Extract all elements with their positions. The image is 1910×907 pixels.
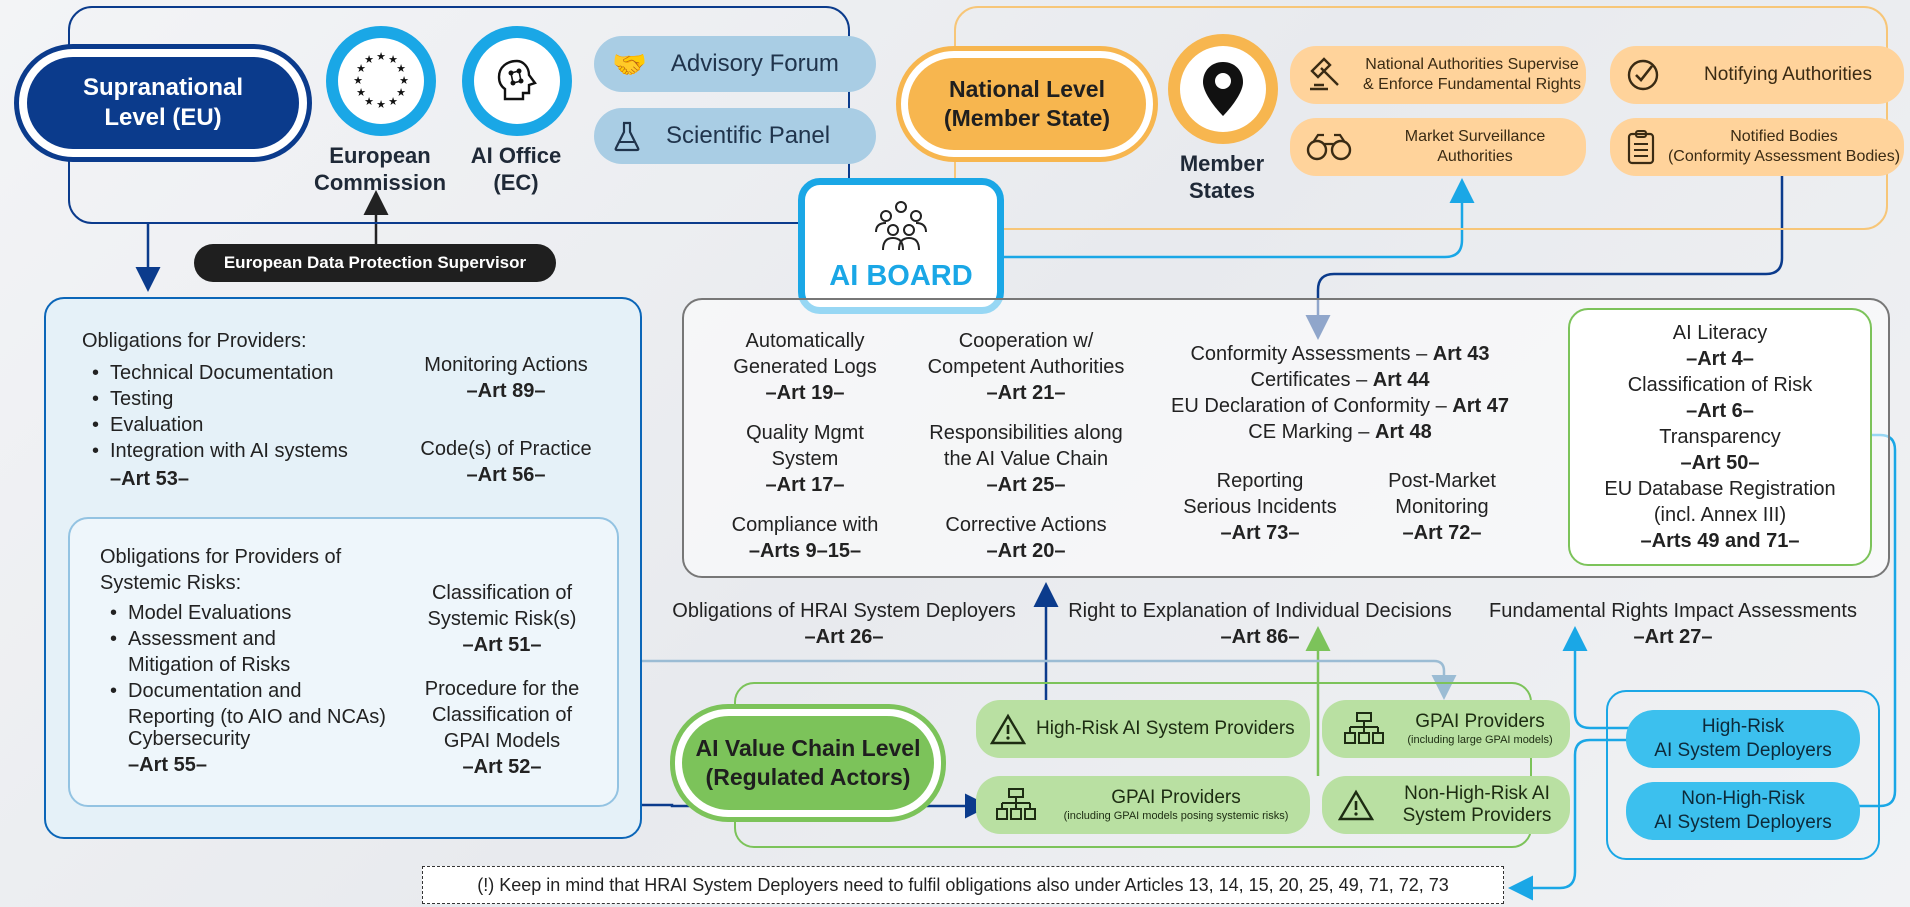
scientific-panel-label: Scientific Panel: [666, 122, 831, 149]
systemic-heading: Obligations for Providers of Systemic Ri…: [100, 546, 342, 594]
conformity-assessments: Conformity Assessments – Art 43 Certific…: [1171, 343, 1509, 443]
member-states-label: Member States: [1179, 151, 1265, 203]
non-high-risk-providers-pill: Non-High-Risk AI System Providers: [1322, 776, 1570, 834]
svg-text:★: ★: [396, 62, 406, 75]
classification-systemic: Classification of Systemic Risk(s) –Art …: [427, 582, 577, 656]
svg-text:★: ★: [356, 62, 366, 75]
gpai-providers-large-pill: GPAI Providers (including large GPAI mod…: [1322, 700, 1570, 758]
notifying-authorities-pill: Notifying Authorities: [1610, 46, 1904, 104]
automatically-generated-logs: Automatically Generated Logs –Art 19–: [733, 330, 877, 404]
right-to-explanation: Right to Explanation of Individual Decis…: [1068, 600, 1452, 648]
map-pin-icon: [1203, 62, 1243, 116]
market-surveillance-pill: Market Surveillance Authorities: [1290, 118, 1586, 176]
svg-text:★: ★: [353, 74, 363, 87]
systemic-list: Model Evaluations Assessment andMitigati…: [100, 600, 386, 730]
quality-mgmt-system: Quality Mgmt System –Art 17–: [746, 422, 864, 496]
general-obligations-box: [1568, 308, 1872, 566]
systemic-cyber: Cybersecurity: [128, 728, 251, 750]
post-market-monitoring: Post-Market Monitoring –Art 72–: [1388, 470, 1496, 544]
advisory-forum-pill: 🤝 Advisory Forum: [594, 36, 876, 92]
hrai-deployer-obligations: Obligations of HRAI System Deployers –Ar…: [672, 600, 1016, 648]
ai-office-label: AI Office (EC): [470, 143, 562, 195]
supranational-level-badge: Supranational Level (EU): [14, 44, 312, 162]
notified-bodies-pill: Notified Bodies (Conformity Assessment B…: [1610, 118, 1904, 176]
list-item: Evaluation: [82, 412, 348, 438]
svg-text:★: ★: [376, 98, 386, 111]
national-title-line2: (Member State): [943, 105, 1111, 131]
network-icon: [1344, 712, 1384, 744]
european-commission-label: European Commission: [313, 143, 447, 195]
member-states-icon: [1168, 34, 1278, 144]
responsibilities-value-chain: Responsibilities along the AI Value Chai…: [929, 422, 1123, 496]
deployer-note: (!) Keep in mind that HRAI System Deploy…: [422, 866, 1504, 904]
svg-text:★: ★: [376, 50, 386, 63]
svg-text:★: ★: [388, 95, 398, 108]
systemic-art: –Art 55–: [128, 754, 207, 776]
svg-text:★: ★: [364, 53, 374, 66]
deployers-frame: [1606, 690, 1880, 860]
svg-text:★: ★: [356, 86, 366, 99]
scientific-panel-pill: Scientific Panel: [594, 108, 876, 164]
list-item: Integration with AI systems: [82, 438, 348, 464]
procedure-classification: Procedure for the Classification of GPAI…: [424, 678, 580, 778]
warning-icon: [1338, 789, 1374, 821]
national-authorities-pill: National Authorities Supervise & Enforce…: [1290, 46, 1586, 104]
brain-chip-icon: [497, 59, 537, 101]
corrective-actions: Corrective Actions –Art 20–: [945, 514, 1107, 562]
supranational-title-line1: Supranational: [82, 74, 244, 101]
binoculars-icon: [1306, 133, 1352, 161]
warning-icon: [990, 713, 1026, 745]
ai-office-icon: [462, 26, 572, 136]
non-high-risk-deployers-pill: Non-High-Risk AI System Deployers: [1626, 782, 1860, 840]
value-chain-title-line2: (Regulated Actors): [705, 764, 911, 790]
national-title-line1: National Level: [949, 76, 1105, 102]
monitoring-actions: Monitoring Actions –Art 89–: [424, 354, 588, 402]
svg-text:★: ★: [388, 53, 398, 66]
gavel-icon: [1310, 57, 1339, 91]
cooperation-authorities: Cooperation w/ Competent Authorities –Ar…: [927, 330, 1125, 404]
list-item: Model Evaluations: [100, 600, 386, 626]
edps-badge: European Data Protection Supervisor: [194, 244, 556, 282]
svg-text:★: ★: [399, 74, 409, 87]
national-level-badge: National Level (Member State): [896, 46, 1158, 162]
value-chain-level-badge: AI Value Chain Level (Regulated Actors): [670, 704, 946, 822]
providers-art: –Art 53–: [110, 468, 189, 490]
list-item: Testing: [82, 386, 348, 412]
ai-board-label: AI BOARD: [829, 259, 973, 292]
value-chain-title-line1: AI Value Chain Level: [695, 735, 921, 761]
people-group-icon: [875, 200, 927, 250]
handshake-icon: 🤝: [612, 48, 647, 80]
network-icon: [996, 788, 1036, 820]
clipboard-icon: [1627, 130, 1655, 165]
supranational-title-line2: Level (EU): [104, 104, 222, 131]
eu-stars-icon: ★★★ ★★★ ★★★ ★★★: [353, 50, 409, 111]
general-obligations-list: AI Literacy –Art 4– Classification of Ri…: [1604, 322, 1836, 552]
advisory-forum-label: Advisory Forum: [670, 50, 839, 77]
reporting-serious-incidents: Reporting Serious Incidents –Art 73–: [1183, 470, 1337, 544]
ai-board-badge: AI BOARD: [798, 178, 1004, 314]
check-circle-icon: [1627, 59, 1659, 91]
high-risk-providers-pill: High-Risk AI System Providers: [976, 700, 1310, 758]
high-risk-deployers-pill: High-Risk AI System Deployers: [1626, 710, 1860, 768]
codes-of-practice: Code(s) of Practice –Art 56–: [420, 438, 592, 486]
flask-icon: [614, 121, 640, 152]
providers-heading: Obligations for Providers:: [82, 330, 307, 352]
svg-text:★: ★: [396, 86, 406, 99]
svg-text:★: ★: [364, 95, 374, 108]
gpai-providers-systemic-pill: GPAI Providers (including GPAI models po…: [976, 776, 1310, 834]
providers-list: Technical Documentation Testing Evaluati…: [82, 360, 348, 464]
list-item: Technical Documentation: [82, 360, 348, 386]
european-commission-icon: ★★★ ★★★ ★★★ ★★★: [326, 26, 436, 136]
compliance-with: Compliance with –Arts 9–15–: [731, 514, 879, 562]
fundamental-rights-impact: Fundamental Rights Impact Assessments –A…: [1489, 600, 1857, 648]
